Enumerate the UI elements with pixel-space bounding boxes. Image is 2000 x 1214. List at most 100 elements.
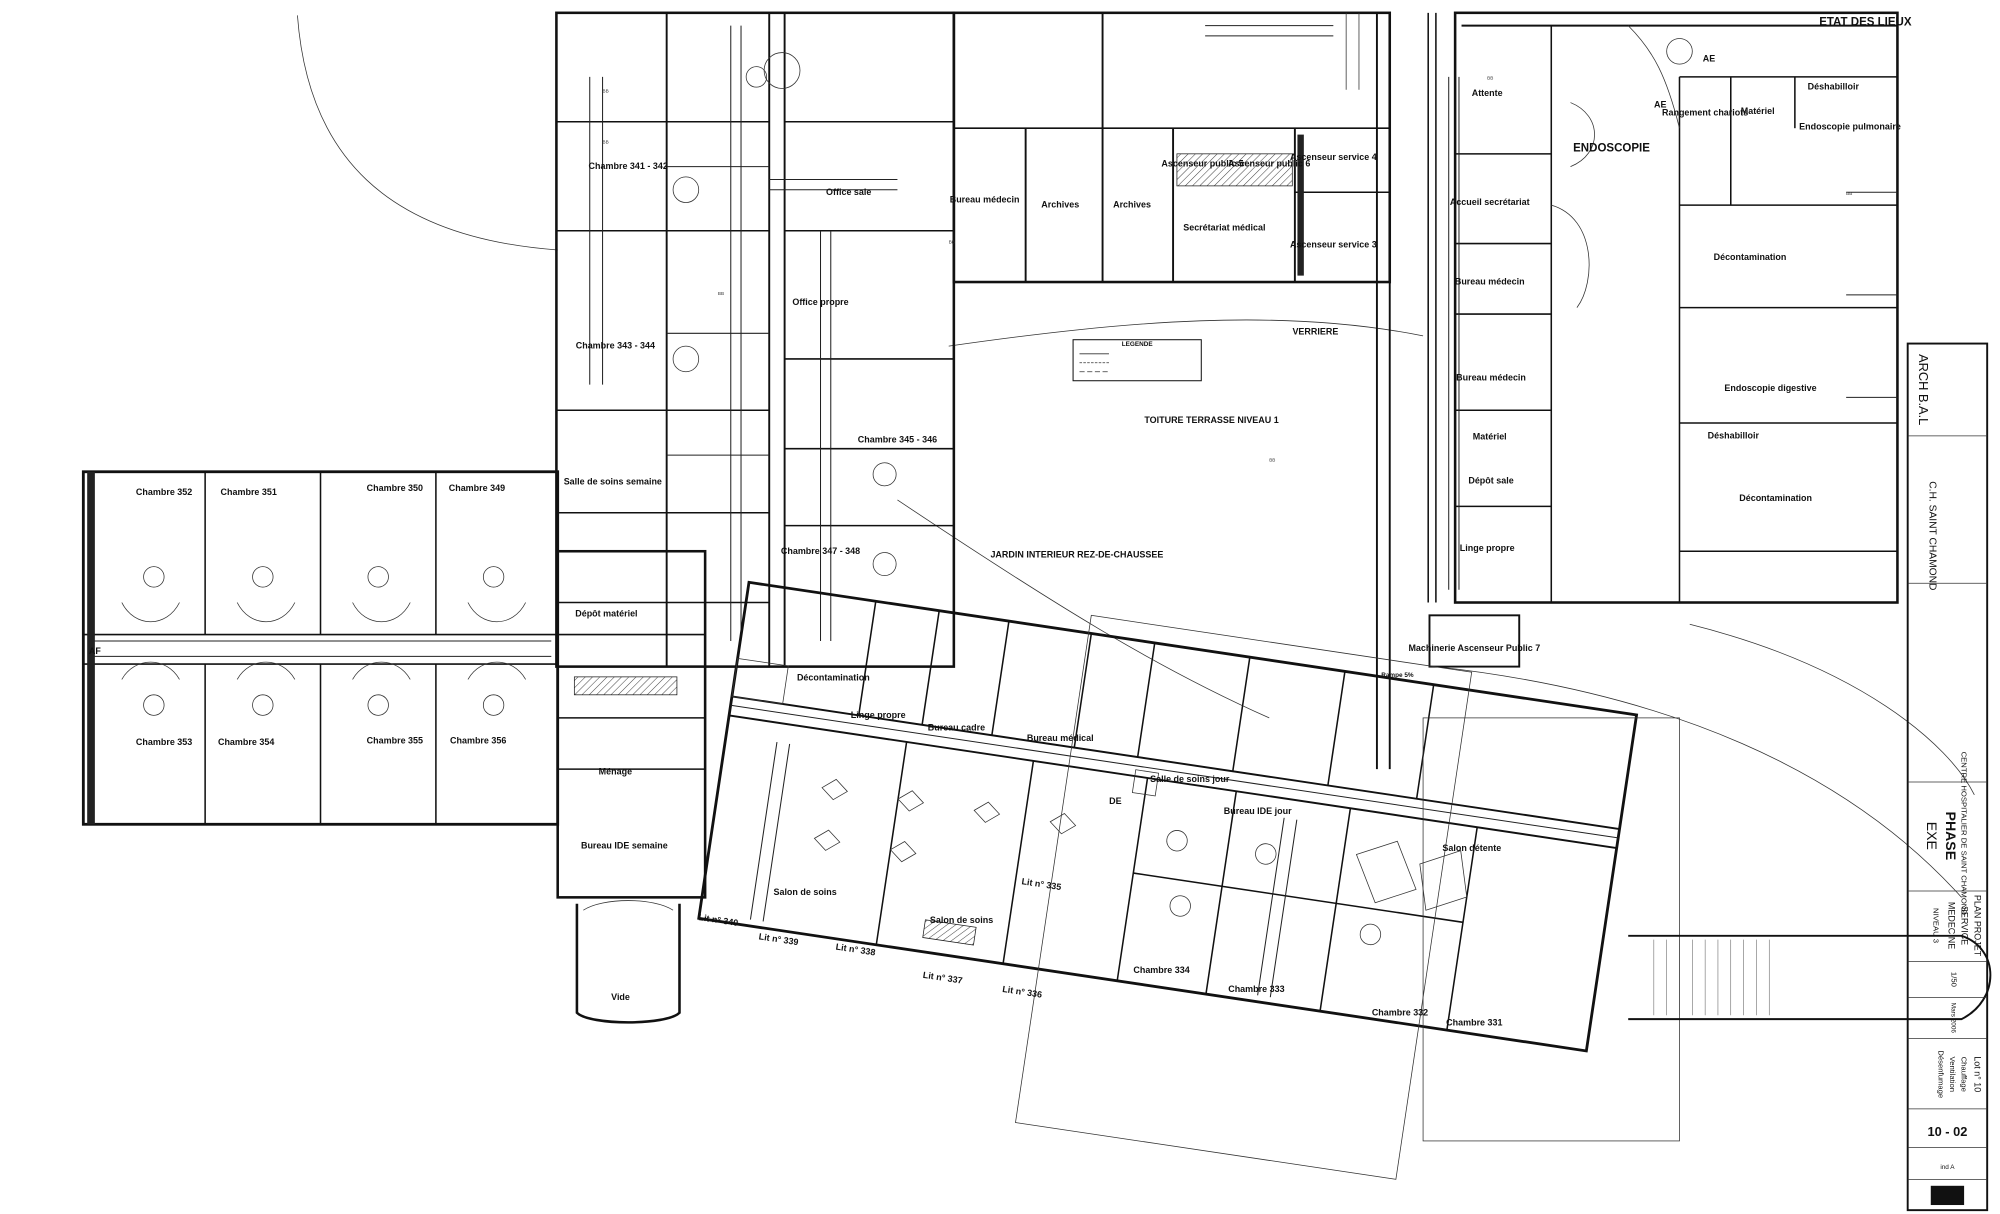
title-plan-line3: MEDECINE xyxy=(1947,902,1957,949)
left-wing xyxy=(81,470,560,826)
annotation-marks: BB BB BB BB BB BB BB xyxy=(603,75,1853,462)
column-lines xyxy=(1375,12,1521,770)
room-label-chambre-347-348: Chambre 347 - 348 xyxy=(781,546,860,556)
room-label-ascenseur-service-4: Ascenseur service 4 xyxy=(1290,152,1377,162)
title-phase-label: PHASE xyxy=(1943,812,1959,861)
room-label-depot-materiel: Dépôt matériel xyxy=(575,609,637,619)
room-label-bureau-medecin-1: Bureau médecin xyxy=(1455,277,1525,287)
room-label-bureau-medical: Bureau médical xyxy=(1027,733,1094,743)
room-label-chambre-352: Chambre 352 xyxy=(136,487,192,497)
title-architect: ARCH B.A.L xyxy=(1916,354,1931,425)
room-label-chambre-345-346: Chambre 345 - 346 xyxy=(858,434,937,444)
room-label-office-sale: Office sale xyxy=(826,187,871,197)
room-label-secretariat: Secrétariat médical xyxy=(1183,223,1265,233)
east-end xyxy=(1015,614,1992,1180)
room-label-salon-soins-1: Salon de soins xyxy=(773,887,836,897)
svg-text:BB: BB xyxy=(1846,191,1852,196)
site-curves xyxy=(297,15,1975,898)
room-label-salon-soins-2: Salon de soins xyxy=(930,915,993,925)
room-label-salle-soins-semaine: Salle de soins semaine xyxy=(564,477,662,487)
room-label-deshabilloir-2: Déshabilloir xyxy=(1708,430,1760,440)
room-label-attente: Attente xyxy=(1472,88,1503,98)
title-date: Mars 2006 xyxy=(1949,1003,1956,1034)
room-label-lit-337: Lit n° 337 xyxy=(922,970,963,986)
room-label-linge-propre: Linge propre xyxy=(851,710,906,720)
room-label-ae-2: AE xyxy=(1654,100,1666,110)
room-label-chambre-350: Chambre 350 xyxy=(367,483,423,493)
room-label-af: AF xyxy=(89,646,101,656)
room-label-rangement-chariots: Rangement chariots xyxy=(1662,107,1748,117)
room-label-salle-soins-jour: Salle de soins jour xyxy=(1150,774,1230,784)
title-block: ARCH B.A.L C.H. SAINT CHAMOND CENTRE HOS… xyxy=(1906,342,1989,1212)
room-label-office-propre: Office propre xyxy=(792,297,848,307)
room-label-endoscopie: ENDOSCOPIE xyxy=(1573,142,1650,154)
room-label-salon-detente: Salon détente xyxy=(1442,843,1501,853)
svg-text:BB: BB xyxy=(718,291,724,296)
room-label-chambre-353: Chambre 353 xyxy=(136,737,192,747)
room-label-archives-1: Archives xyxy=(1041,200,1079,210)
room-label-bureau-ide-jour: Bureau IDE jour xyxy=(1224,806,1292,816)
room-label-chambre-356: Chambre 356 xyxy=(450,736,506,746)
room-label-chambre-334: Chambre 334 xyxy=(1133,965,1189,975)
title-hospital-full: CENTRE HOSPITALIER DE SAINT CHAMOND xyxy=(1960,752,1969,916)
room-label-vide: Vide xyxy=(611,992,630,1002)
room-label-decontamination-1: Décontamination xyxy=(1714,252,1787,262)
title-scale: 1/50 xyxy=(1949,972,1958,987)
title-plan-line4: NIVEAU 3 xyxy=(1931,908,1940,943)
room-label-ascenseur-service-3: Ascenseur service 3 xyxy=(1290,239,1377,249)
room-label-chambre-355: Chambre 355 xyxy=(367,736,423,746)
room-label-lit-340: Lit n° 340 xyxy=(698,912,739,928)
room-label-verriere: VERRIERE xyxy=(1292,327,1338,337)
room-label-bureau-cadre: Bureau cadre xyxy=(928,723,985,733)
room-label-chambre-331: Chambre 331 xyxy=(1446,1018,1502,1028)
logo-icon xyxy=(1930,1185,1965,1206)
title-lot-line3: Ventilation xyxy=(1948,1057,1957,1092)
room-labels: Chambre 341 - 342 Office sale Bureau méd… xyxy=(89,152,1540,1027)
room-label-ascenseur-public-5: Ascenseur public 5 xyxy=(1161,159,1243,169)
endoscopy-block xyxy=(1448,11,1899,604)
title-lot-line4: Désenfumage xyxy=(1936,1050,1945,1098)
room-label-archives-2: Archives xyxy=(1113,200,1151,210)
room-label-chambre-333: Chambre 333 xyxy=(1228,984,1284,994)
title-phase-value: EXE xyxy=(1924,822,1940,850)
room-label-chambre-349: Chambre 349 xyxy=(449,483,505,493)
legend-box xyxy=(1072,339,1202,382)
room-label-chambre-351: Chambre 351 xyxy=(221,487,277,497)
room-label-deshabilloir: Déshabilloir xyxy=(1808,82,1860,92)
room-label-endoscopie-pulmonaire: Endoscopie pulmonaire xyxy=(1799,121,1901,131)
title-sheet: 10 - 02 xyxy=(1928,1124,1968,1139)
room-label-lit-336: Lit n° 336 xyxy=(1002,984,1043,1000)
svg-text:BB: BB xyxy=(1269,457,1275,462)
room-label-ascenseur-public-6: Ascenseur public 6 xyxy=(1228,159,1310,169)
title-plan-line2: SERVICE xyxy=(1960,906,1970,945)
title-plan-line1: PLAN PROJET xyxy=(1972,895,1982,957)
room-label-chambre-354: Chambre 354 xyxy=(218,737,274,747)
room-label-decontamination: Décontamination xyxy=(797,673,870,683)
room-label-materiel: Matériel xyxy=(1741,106,1775,116)
title-sheet-index: ind A xyxy=(1940,1164,1955,1171)
room-label-lit-335: Lit n° 335 xyxy=(1021,876,1062,892)
room-label-chambre-341-342: Chambre 341 - 342 xyxy=(589,161,668,171)
room-label-ae-1: AE xyxy=(1703,54,1715,64)
room-label-toiture-terrasse: TOITURE TERRASSE NIVEAU 1 xyxy=(1144,415,1278,425)
room-label-linge-propre-endo: Linge propre xyxy=(1460,543,1515,553)
header-etat-des-lieux: ETAT DES LIEUX xyxy=(1819,17,1912,29)
room-label-menage: Ménage xyxy=(599,766,632,776)
room-label-bureau-medecin: Bureau médecin xyxy=(950,195,1020,205)
title-lot-line1: Lot n° 10 xyxy=(1972,1056,1982,1092)
title-hospital-short: C.H. SAINT CHAMOND xyxy=(1926,481,1937,590)
endoscopy-labels: ETAT DES LIEUX Attente Rangement chariot… xyxy=(1450,17,1912,554)
room-label-endoscopie-digestive: Endoscopie digestive xyxy=(1724,383,1816,393)
room-label-legende: LEGENDE xyxy=(1122,341,1154,348)
room-label-chambre-343-344: Chambre 343 - 344 xyxy=(576,341,655,351)
room-label-jardin-interieur: JARDIN INTERIEUR REZ-DE-CHAUSSEE xyxy=(990,550,1163,560)
title-lot-line2: Chauffage xyxy=(1960,1057,1969,1092)
room-label-bureau-ide-semaine: Bureau IDE semaine xyxy=(581,841,668,851)
room-label-rampe: Rampe 5% xyxy=(1381,672,1414,679)
room-label-bureau-medecin-2: Bureau médecin xyxy=(1456,373,1526,383)
upper-central-block xyxy=(555,11,956,668)
upper-right-central xyxy=(952,11,1392,284)
room-label-decontamination-2: Décontamination xyxy=(1739,493,1812,503)
central-connector xyxy=(556,549,707,1024)
